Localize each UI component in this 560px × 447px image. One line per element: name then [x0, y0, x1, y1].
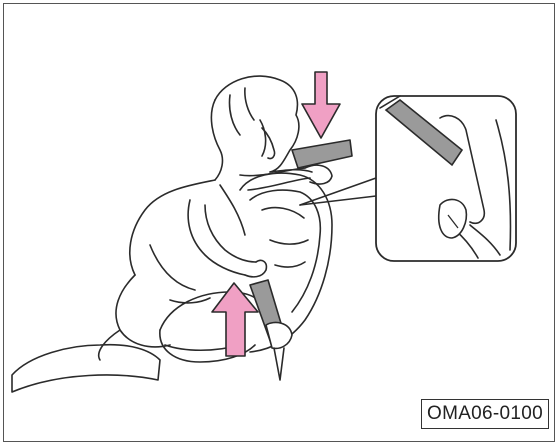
adult-figure: [99, 76, 332, 360]
vehicle-seat-cushion: [12, 345, 160, 392]
push-down-arrow-icon: [302, 72, 340, 138]
figure-code-label: OMA06-0100: [421, 399, 549, 429]
child-seat: [160, 173, 332, 362]
seat-belt-upper: [292, 140, 352, 168]
pull-up-arrow-icon: [212, 283, 258, 356]
seat-belt-tongue: [266, 322, 292, 348]
belt-lock-detail-inset: [376, 96, 516, 261]
